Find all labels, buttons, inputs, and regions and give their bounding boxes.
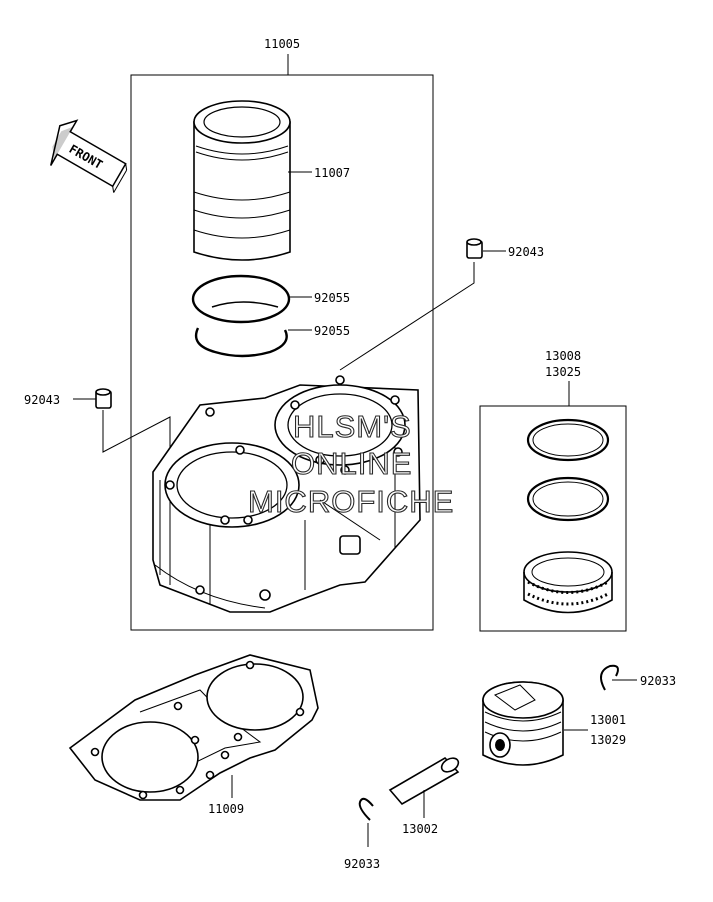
callout-13001: 13001 xyxy=(590,713,626,727)
watermark-line-3: MICROFICHE xyxy=(248,484,454,519)
callout-11009: 11009 xyxy=(208,802,244,816)
cylinder-gasket-part xyxy=(68,654,319,801)
dowel-pin-left-part xyxy=(95,388,112,409)
front-arrow-icon: FRONT xyxy=(50,119,128,193)
piston-pin-part xyxy=(388,756,460,806)
oring-part-2 xyxy=(194,327,288,358)
piston-part xyxy=(482,681,564,766)
callout-11005: 11005 xyxy=(264,37,300,51)
piston-ring-set-part xyxy=(523,418,613,614)
circlip-right-part xyxy=(600,664,619,691)
watermark-line-1: HLSM'S xyxy=(293,409,412,444)
ring-set-frame xyxy=(479,405,627,632)
oring-part-1 xyxy=(191,274,291,324)
dowel-pin-right-part xyxy=(466,238,483,259)
callout-13008: 13008 xyxy=(545,349,581,363)
cylinder-group-frame xyxy=(130,74,434,631)
callout-13029: 13029 xyxy=(590,733,626,747)
callout-13025: 13025 xyxy=(545,365,581,379)
circlip-bottom-part xyxy=(358,797,374,821)
callout-92033-right: 92033 xyxy=(640,674,676,688)
callout-92055-2: 92055 xyxy=(314,324,350,338)
callout-13002: 13002 xyxy=(402,822,438,836)
callout-11007: 11007 xyxy=(314,166,350,180)
callout-92033-bottom: 92033 xyxy=(344,857,380,871)
callout-92055-1: 92055 xyxy=(314,291,350,305)
watermark-line-2: ONLINE xyxy=(291,446,412,481)
cylinder-block-part xyxy=(152,375,421,613)
callout-92043-left: 92043 xyxy=(24,393,60,407)
cylinder-sleeve-part xyxy=(193,100,291,261)
callout-92043-right: 92043 xyxy=(508,245,544,259)
